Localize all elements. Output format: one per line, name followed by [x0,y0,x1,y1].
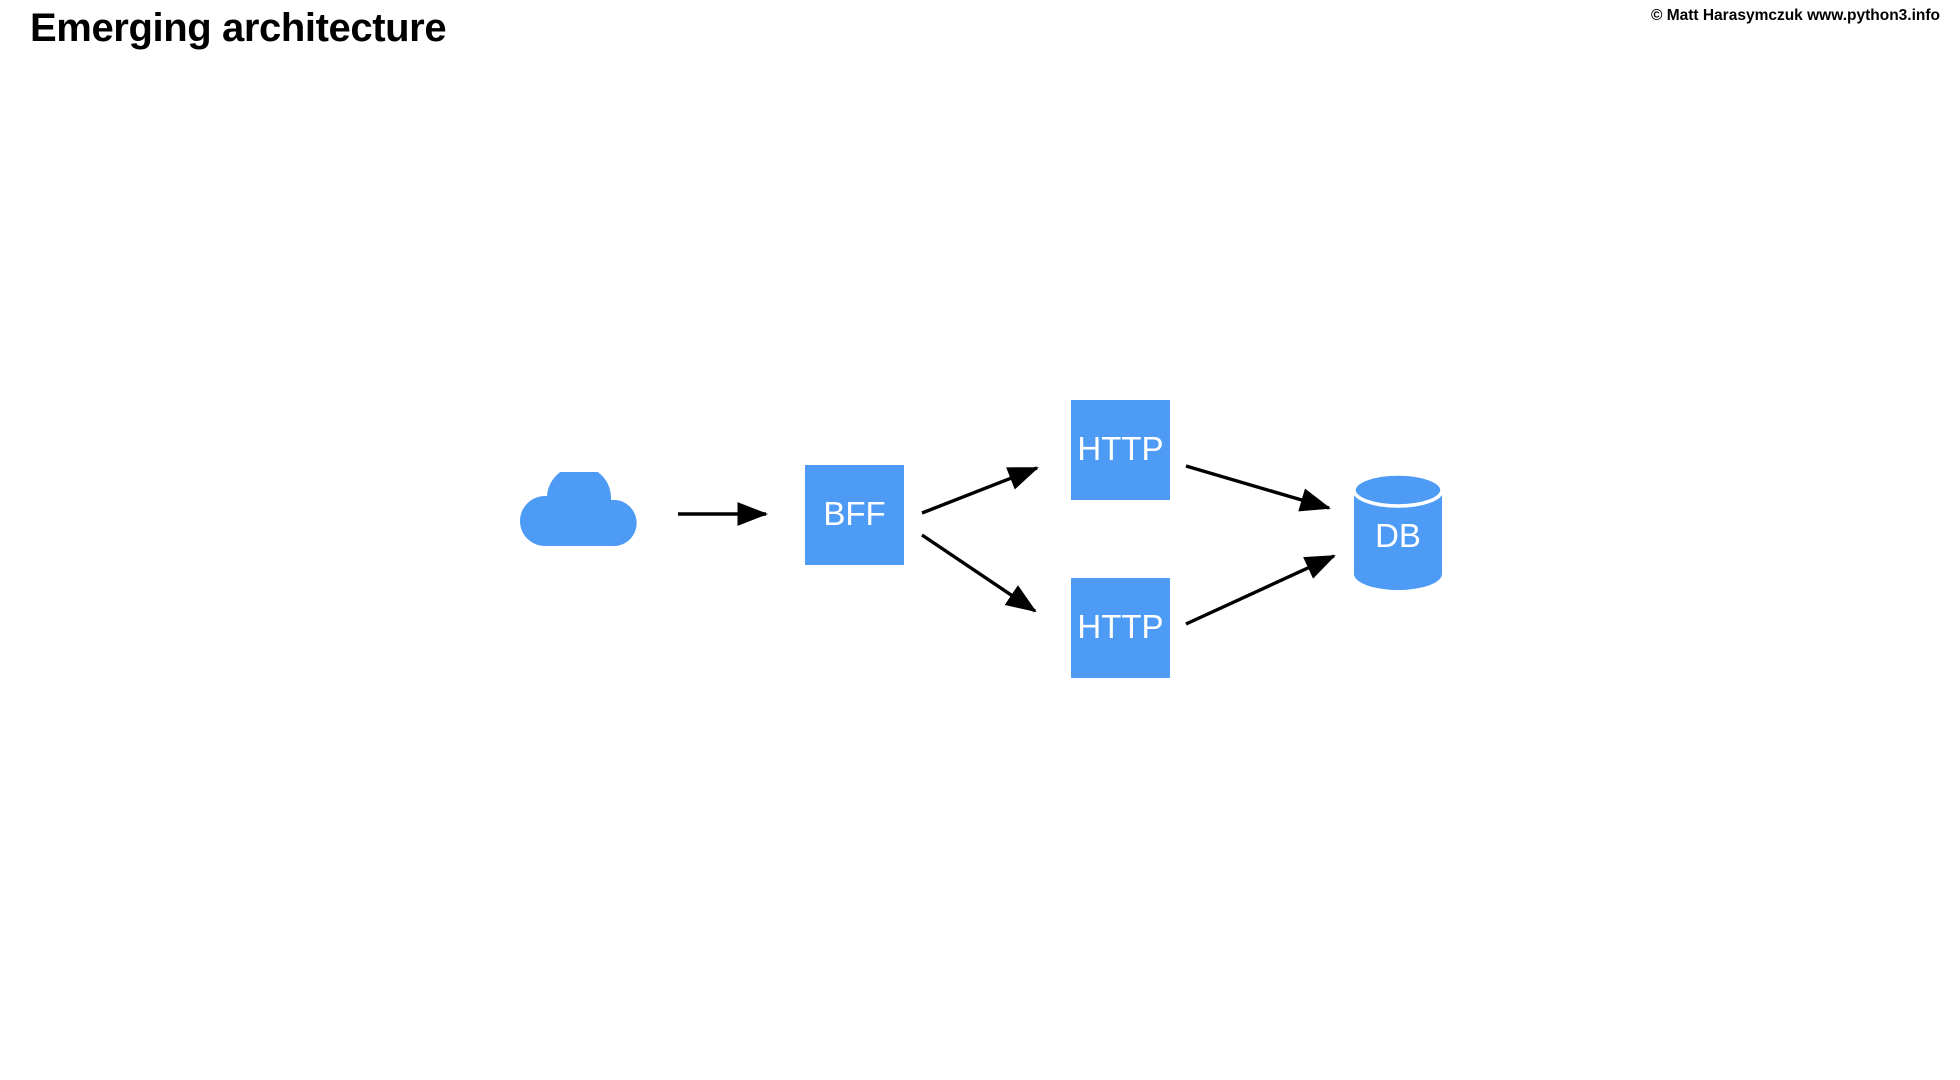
node-cloud[interactable] [520,472,641,546]
node-http-2[interactable]: HTTP [1071,578,1170,678]
node-bff[interactable]: BFF [805,465,904,565]
node-http-1[interactable]: HTTP [1071,400,1170,500]
edge-bff-to-http-2 [921,533,1037,613]
node-http-1-label: HTTP [1077,430,1164,467]
edge-bff-to-http-1 [921,466,1039,515]
copyright-notice: © Matt Harasymczuk www.python3.info [1650,7,1940,24]
node-db[interactable]: DB [1354,474,1442,590]
cloud-icon [520,472,637,546]
edge-http-2-to-db [1185,554,1336,626]
page-title: Emerging architecture [30,6,447,50]
database-cylinder-icon [1354,474,1442,590]
edge-http-1-to-db [1185,464,1331,512]
node-http-2-label: HTTP [1077,608,1164,645]
node-bff-label: BFF [823,495,886,532]
